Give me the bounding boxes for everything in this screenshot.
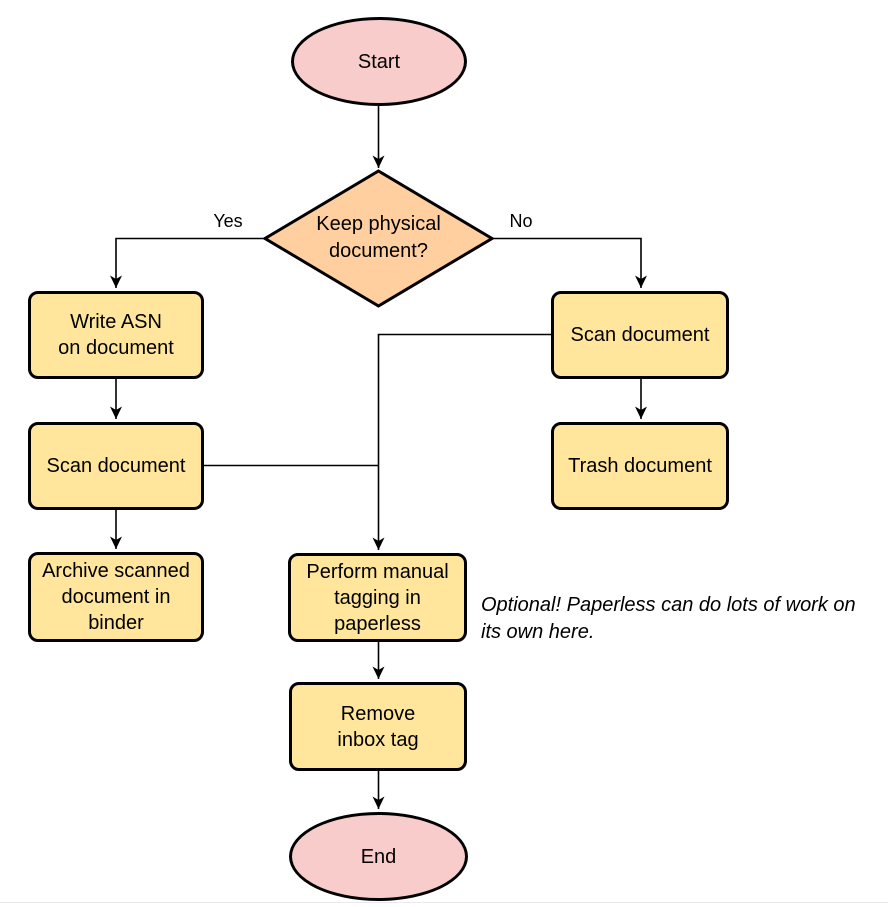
node-scan-left: Scan document	[28, 422, 204, 510]
edge-scan-right-to-tagging	[372, 333, 551, 550]
node-decision-label: Keep physical document?	[316, 213, 441, 262]
edge-decision-yes-to-write-asn	[110, 237, 265, 288]
edge-label-no: No	[509, 211, 533, 231]
node-end-label: End	[360, 845, 397, 868]
edge-decision-no-to-scan-right	[492, 237, 647, 288]
node-archive: Archive scanned document in binder	[28, 552, 204, 642]
node-scan-right: Scan document	[551, 291, 729, 379]
node-trash: Trash document	[551, 422, 729, 510]
node-remove-inbox: Remove inbox tag	[289, 682, 467, 771]
edge-label-yes: Yes	[213, 211, 243, 231]
node-tagging: Perform manual tagging in paperless	[288, 553, 467, 642]
note-text: Optional! Paperless can do lots of work …	[481, 594, 856, 643]
node-end: End	[289, 812, 468, 901]
node-start-label: Start	[357, 50, 401, 73]
page-bottom-divider	[0, 902, 888, 903]
node-start: Start	[291, 17, 467, 106]
node-write-asn: Write ASN on document	[28, 291, 204, 379]
